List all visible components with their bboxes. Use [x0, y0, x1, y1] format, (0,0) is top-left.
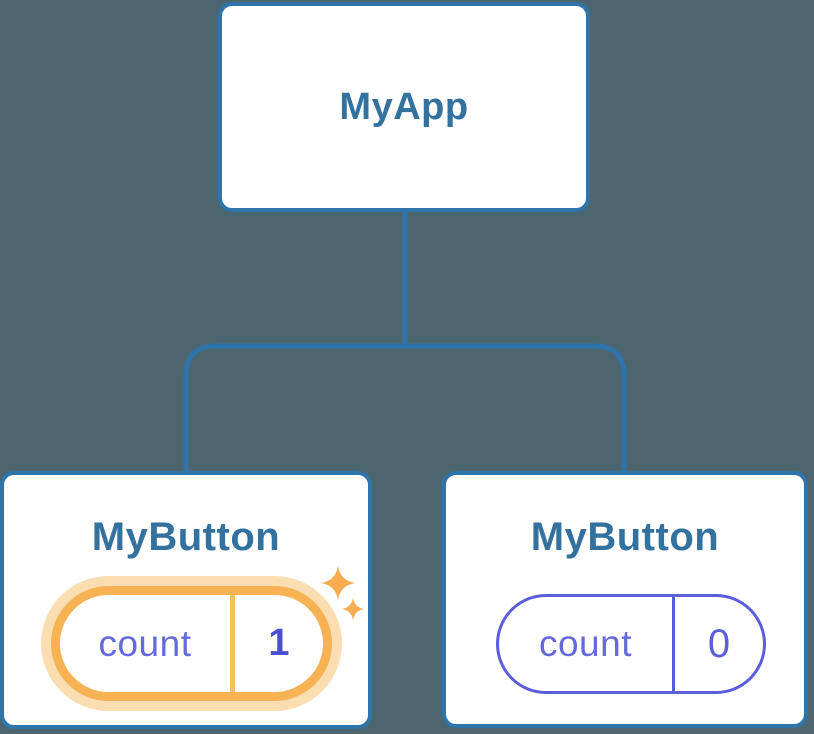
- state-name-label: count: [98, 622, 192, 664]
- component-node-myapp: MyApp: [218, 2, 590, 212]
- component-node-mybutton-right: MyButton count 0: [442, 471, 808, 728]
- component-node-mybutton-left: MyButton count 1: [0, 471, 372, 729]
- component-label: MyButton: [530, 515, 720, 559]
- component-label: MyButton: [91, 515, 281, 559]
- component-label: MyApp: [339, 85, 469, 128]
- state-name-label: count: [538, 623, 632, 664]
- state-pill-divider: [230, 595, 235, 692]
- state-pill-highlighted: count 1: [51, 586, 332, 701]
- state-value: 0: [707, 621, 731, 666]
- state-pill-divider: [672, 597, 675, 691]
- sparkles-icon: [320, 565, 365, 621]
- state-value: 1: [268, 622, 290, 664]
- state-pill: count 0: [496, 594, 766, 694]
